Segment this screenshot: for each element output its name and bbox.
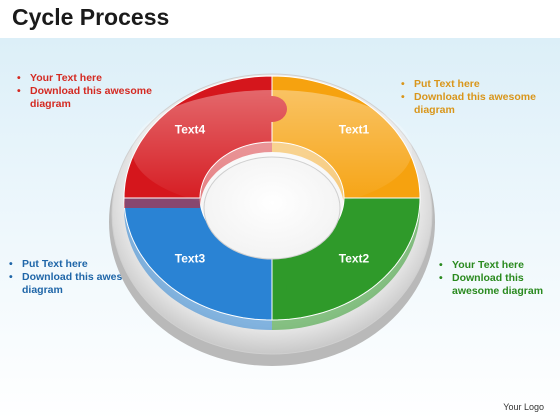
segment-label-1: Text1 [339,123,370,137]
slide-title: Cycle Process [12,4,170,30]
note-bullet: Download this awesome diagram [436,272,558,298]
note-bullet: Download this awesome diagram [398,91,548,117]
note-bullet: Download this awesome diagram [6,271,146,297]
note-bottom-right: Your Text here Download this awesome dia… [436,259,558,298]
segment-label-4: Text4 [175,123,206,137]
note-bullet: Put Text here [6,258,146,271]
note-top-left: Your Text here Download this awesome dia… [14,72,154,111]
inner-hole [203,156,341,260]
note-bullet: Your Text here [14,72,154,85]
logo-text: Your Logo [503,402,544,412]
segment-label-2: Text2 [339,251,370,265]
segment-label-3: Text3 [175,251,206,265]
note-bullet: Put Text here [398,78,548,91]
note-bullet: Download this awesome diagram [14,85,154,111]
note-top-right: Put Text here Download this awesome diag… [398,78,548,117]
note-bullet: Your Text here [436,259,558,272]
ring-highlight [132,90,412,210]
note-bottom-left: Put Text here Download this awesome diag… [6,258,146,297]
